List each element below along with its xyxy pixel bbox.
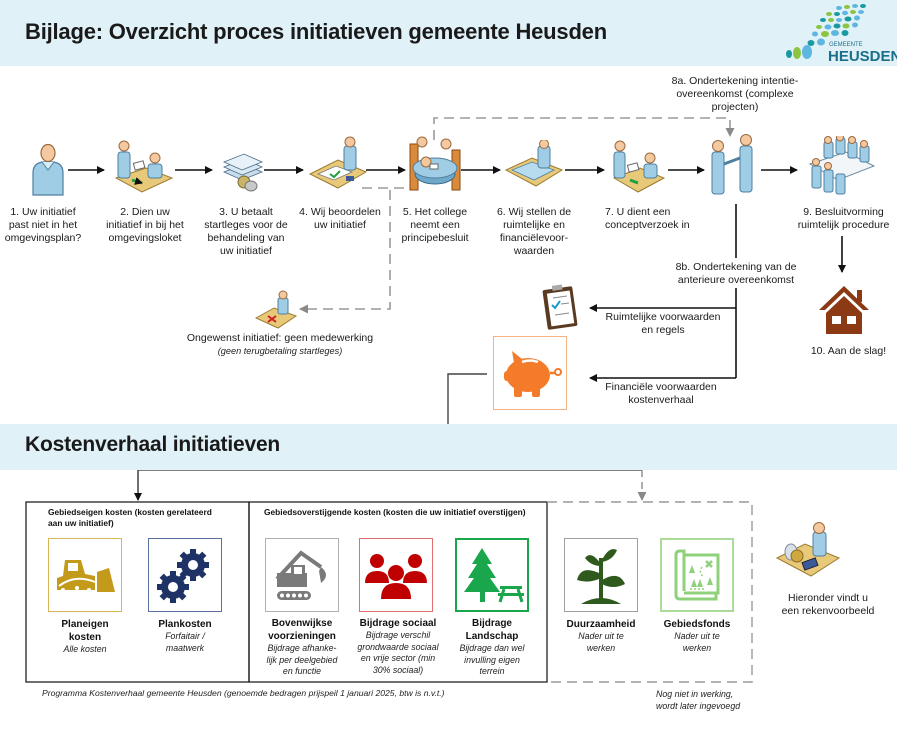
piggy-bank-tile (493, 336, 567, 410)
future-note: Nog niet in werking, wordt later ingevoe… (656, 689, 741, 711)
council-meeting-icon (806, 133, 876, 201)
gears-icon (157, 549, 209, 603)
handshake-icon (708, 134, 758, 201)
gebiedsfonds-text: Gebiedsfonds Nader uit te werken (663, 619, 731, 653)
footnote: Programma Kostenverhaal gemeente Heusden… (42, 688, 445, 698)
area-exceeding-box (248, 501, 548, 683)
area-exceeding-title: Gebiedsoverstijgende kosten (kosten die … (264, 507, 526, 517)
desk-handover-icon (110, 140, 174, 199)
person-icon (30, 143, 66, 202)
planning-map-icon (504, 139, 564, 195)
cost-recovery-banner: Kostenverhaal initiatieven (0, 424, 897, 470)
piggy-bank-icon (504, 351, 562, 397)
header-banner: Bijlage: Overzicht proces initiatieven g… (0, 0, 897, 66)
calculator-desk-icon (775, 522, 841, 589)
duurzaamheid-tile (564, 538, 638, 612)
svg-text:GEMEENTE: GEMEENTE (829, 42, 863, 48)
plankosten-text: Plankosten Forfaitair / maatwerk (158, 619, 212, 653)
future-box-dashed (547, 501, 753, 683)
bovenwijkse-tile (265, 538, 339, 612)
review-desk-icon (308, 136, 368, 197)
rejected-note: (geen terugbetaling startleges) (217, 346, 343, 356)
calculation-example-label: Hieronder vindt u een rekenvoorbeeld (781, 592, 875, 617)
fees-documents-icon (222, 150, 266, 197)
meeting-table-icon (408, 132, 462, 199)
landschap-text: Bijdrage Landschap Bijdrage dan wel invu… (459, 618, 525, 676)
planeigen-tile (48, 538, 122, 612)
rejected-label: Ongewenst initiatief: geen medewerking (… (180, 332, 380, 357)
bovenwijkse-text: Bovenwijkse voorzieningen Bijdrage afhan… (266, 618, 338, 676)
page-title: Bijlage: Overzicht proces initiatieven g… (25, 19, 607, 44)
people-group-icon (365, 554, 427, 599)
dashed-path-rejected (299, 190, 391, 314)
heusden-logo-dots-icon: GEMEENTE HEUSDEN (786, 4, 897, 65)
house-icon (817, 284, 871, 341)
excavator-icon (275, 550, 326, 600)
gebiedsfonds-tile (660, 538, 734, 612)
sociaal-text: Bijdrage sociaal Bijdrage verschil grond… (357, 618, 439, 675)
cost-recovery-title: Kostenverhaal initiatieven (25, 433, 281, 456)
checklist-clipboard-icon (541, 282, 581, 335)
dashed-path-8a (433, 117, 735, 140)
step-10-label: 10. Aan de slag! (810, 345, 887, 357)
rejected-desk-icon (254, 290, 298, 335)
svg-text:HEUSDEN: HEUSDEN (828, 48, 897, 64)
duurzaamheid-text: Duurzaamheid Nader uit te werken (566, 619, 636, 653)
bulldozer-icon (57, 560, 115, 592)
plant-icon (577, 549, 625, 604)
area-map-icon (674, 549, 720, 601)
sociaal-tile (359, 538, 433, 612)
desk-submit-icon (610, 140, 666, 199)
landschap-tile (455, 538, 529, 612)
plankosten-tile (148, 538, 222, 612)
planeigen-text: Planeigen kosten Alle kosten (61, 619, 109, 654)
heusden-logo: GEMEENTE HEUSDEN (773, 2, 897, 65)
step-8a-label: 8a. Ondertekening intentie-overeenkomst … (671, 75, 799, 113)
tree-picnic-icon (464, 548, 524, 603)
